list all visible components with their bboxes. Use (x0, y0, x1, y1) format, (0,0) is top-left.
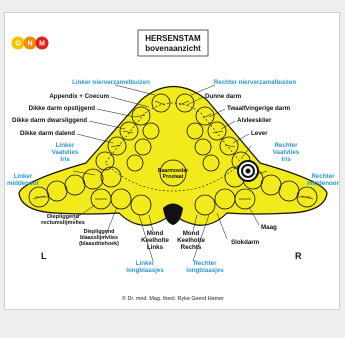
label-linker-nierverzamelbuizen: Linker nierverzamelbuizen (72, 79, 150, 86)
label-rechter-longblaasjes: Rechter longblaasjes (186, 260, 224, 274)
label-twaalfvingerige: Twaalfvingerige darm (227, 105, 291, 112)
label-rechter-nierverzamelbuizen: Rechter nierverzamelbuizen (214, 79, 296, 86)
svg-text:middenoor: middenoor (307, 180, 340, 187)
svg-text:Mond: Mond (183, 230, 200, 237)
svg-text:longblaasjes: longblaasjes (126, 267, 164, 274)
label-lever: Lever (251, 130, 268, 137)
svg-text:Linker: Linker (14, 173, 33, 180)
label-maag: Maag (261, 224, 277, 231)
svg-text:longblaasjes: longblaasjes (186, 267, 224, 274)
label-mond-rechts: Mond Keelholte Rechts (177, 230, 205, 251)
svg-text:Diepliggend: Diepliggend (47, 214, 80, 220)
svg-text:Links: Links (147, 244, 164, 251)
title-box: HERSENSTAM bovenaanzicht (137, 29, 209, 57)
svg-text:Diepliggend: Diepliggend (84, 229, 115, 235)
target-icon (237, 160, 259, 182)
label-appendix: Appendix + Coecum (49, 93, 109, 100)
label-dunne-darm: Dunne darm (205, 93, 242, 100)
svg-text:Rechter: Rechter (193, 260, 217, 267)
label-slokdarm: Slokdarm (231, 239, 260, 246)
logo-letter-n: N (27, 41, 32, 48)
svg-text:Iris: Iris (281, 156, 291, 163)
leader-lines (35, 84, 311, 262)
svg-text:Keelholte: Keelholte (177, 237, 205, 244)
label-linker-vaatvlies: Linker Vaatvlies Iris (52, 142, 79, 163)
title-line-2: bovenaanzicht (145, 44, 201, 53)
svg-text:Keelholte: Keelholte (141, 237, 169, 244)
side-left-label: L (41, 251, 47, 261)
title-line-1: HERSENSTAM (145, 34, 201, 43)
svg-text:Rechts: Rechts (181, 244, 202, 251)
svg-text:Mond: Mond (147, 230, 164, 237)
label-alvleesklier: Alvleesklier (237, 117, 272, 124)
organ-circles (28, 93, 318, 216)
svg-text:Vaatvlies: Vaatvlies (273, 149, 300, 156)
svg-text:Rechter: Rechter (274, 142, 298, 149)
svg-text:middenoor: middenoor (7, 180, 40, 187)
label-diepliggend-blaas: Diepliggend blaasslijmvlies (blaasdrieho… (79, 229, 119, 247)
label-dikke-dwarsliggend: Dikke darm dwarsliggend (12, 117, 87, 124)
svg-text:Linker: Linker (136, 260, 155, 267)
diagram-card: G N M HERSENSTAM bovenaanzicht (4, 12, 340, 310)
label-diepliggend-rectum: Diepliggend rectumslijmvlies (41, 214, 85, 226)
svg-text:(blaasdriehoek): (blaasdriehoek) (79, 241, 119, 247)
label-mond-links: Mond Keelholte Links (141, 230, 169, 251)
logo-letter-g: G (15, 41, 21, 48)
center-line-2: Prostaat (163, 174, 184, 180)
label-dikke-dalend: Dikke darm dalend (20, 130, 75, 137)
svg-text:rectumslijmvlies: rectumslijmvlies (41, 220, 85, 226)
side-right-label: R (295, 251, 302, 261)
brainstem-diagram: G N M HERSENSTAM bovenaanzicht (7, 29, 340, 302)
copyright: © Dr. med. Mag. theol. Ryke Geerd Hamer (122, 295, 224, 302)
label-dikke-opstijgend: Dikke darm opstijgend (29, 105, 96, 112)
svg-text:blaasslijmvlies: blaasslijmvlies (80, 235, 118, 241)
label-rechter-middenoor: Rechter middenoor (307, 173, 340, 187)
center-line-1: Baarmoeder (158, 168, 188, 174)
svg-text:Vaatvlies: Vaatvlies (52, 149, 79, 156)
gnm-logo: G N M (11, 36, 49, 50)
label-linker-longblaasjes: Linker longblaasjes (126, 260, 164, 274)
logo-letter-m: M (39, 41, 45, 48)
label-linker-middenoor: Linker middenoor (7, 173, 40, 187)
svg-text:Linker: Linker (56, 142, 75, 149)
svg-text:Rechter: Rechter (311, 173, 335, 180)
label-rechter-vaatvlies: Rechter Vaatvlies Iris (273, 142, 300, 163)
svg-text:Iris: Iris (60, 156, 70, 163)
